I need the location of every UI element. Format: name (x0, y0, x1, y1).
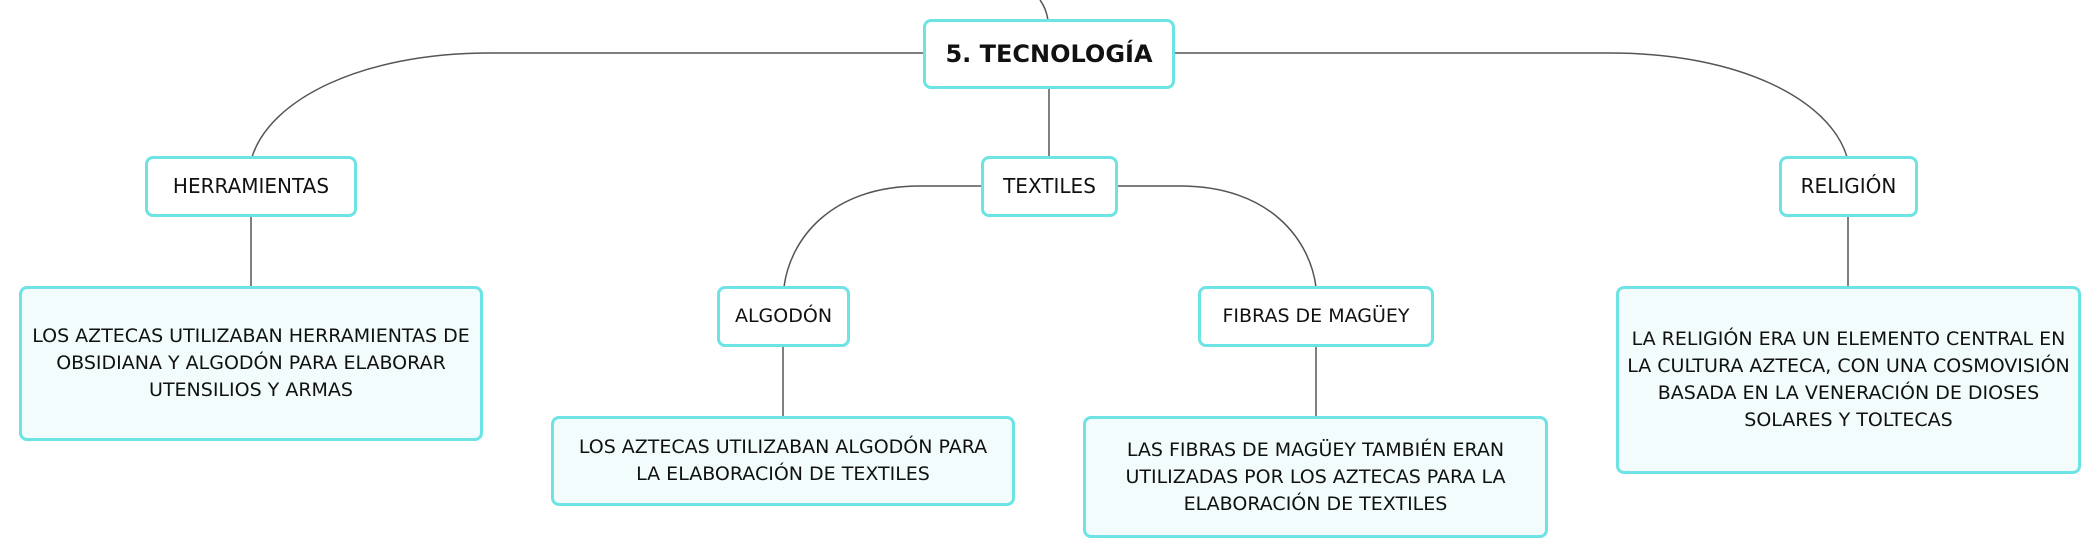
connector-textiles-algodon (783, 185, 982, 288)
detail-node-maguey[interactable]: LAS FIBRAS DE MAGÜEY TAMBIÉN ERAN UTILIZ… (1083, 416, 1548, 538)
connector-root-herramientas (251, 52, 925, 158)
detail-node-algodon[interactable]: LOS AZTECAS UTILIZABAN ALGODÓN PARA LA E… (551, 416, 1015, 506)
root-node[interactable]: 5. TECNOLOGÍA (923, 19, 1175, 89)
detail-node-religion[interactable]: LA RELIGIÓN ERA UN ELEMENTO CENTRAL EN L… (1616, 286, 2081, 474)
topic-node-textiles[interactable]: TEXTILES (981, 156, 1118, 217)
detail-node-herramientas[interactable]: LOS AZTECAS UTILIZABAN HERRAMIENTAS DE O… (19, 286, 483, 441)
topic-node-herramientas[interactable]: HERRAMIENTAS (145, 156, 357, 217)
connector-textiles-maguey (1117, 185, 1317, 288)
subtopic-node-algodon[interactable]: ALGODÓN (717, 286, 850, 347)
connector-root-religion (1175, 52, 1848, 158)
subtopic-node-maguey[interactable]: FIBRAS DE MAGÜEY (1198, 286, 1434, 347)
connector-to-parent (1039, 0, 1049, 21)
topic-node-religion[interactable]: RELIGIÓN (1779, 156, 1918, 217)
